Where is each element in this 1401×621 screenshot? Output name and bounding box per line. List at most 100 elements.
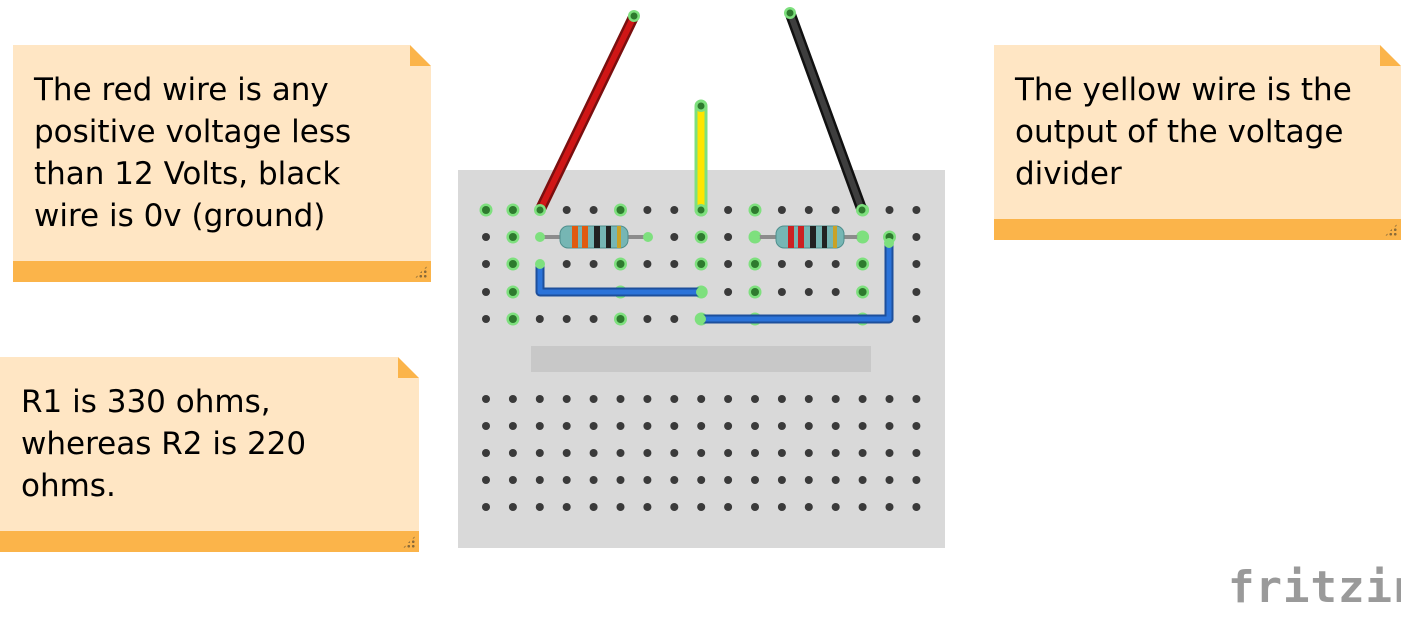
breadboard-hole[interactable]	[777, 449, 786, 457]
breadboard-hole[interactable]	[831, 288, 840, 296]
breadboard-hole[interactable]	[616, 476, 625, 484]
breadboard-hole[interactable]	[724, 395, 733, 403]
breadboard-hole[interactable]	[777, 395, 786, 403]
breadboard-hole[interactable]	[670, 449, 679, 457]
breadboard-hole[interactable]	[482, 315, 490, 323]
breadboard-hole[interactable]	[535, 422, 544, 430]
breadboard-hole[interactable]	[885, 206, 894, 214]
breadboard-hole[interactable]	[643, 449, 652, 457]
breadboard-hole[interactable]	[589, 315, 598, 323]
breadboard-hole[interactable]	[751, 422, 759, 430]
breadboard-hole[interactable]	[804, 288, 813, 296]
breadboard-hole[interactable]	[831, 449, 840, 457]
breadboard-hole[interactable]	[912, 503, 921, 511]
breadboard-hole[interactable]	[482, 476, 490, 484]
breadboard-hole[interactable]	[912, 395, 921, 403]
breadboard-hole[interactable]	[697, 503, 706, 511]
note-yellow-wire[interactable]: The yellow wire is the output of the vol…	[994, 45, 1401, 240]
breadboard-hole[interactable]	[482, 233, 490, 241]
breadboard-hole[interactable]	[858, 422, 867, 430]
breadboard-hole[interactable]	[804, 503, 813, 511]
breadboard-hole[interactable]	[831, 422, 840, 430]
breadboard-hole[interactable]	[804, 206, 813, 214]
breadboard-hole[interactable]	[697, 260, 706, 268]
breadboard-hole[interactable]	[777, 260, 786, 268]
breadboard-hole[interactable]	[885, 449, 894, 457]
breadboard-hole[interactable]	[589, 206, 598, 214]
breadboard-hole[interactable]	[643, 315, 652, 323]
breadboard-hole[interactable]	[777, 503, 786, 511]
breadboard-hole[interactable]	[616, 449, 625, 457]
breadboard-hole[interactable]	[858, 449, 867, 457]
breadboard-hole[interactable]	[912, 288, 921, 296]
breadboard-hole[interactable]	[508, 395, 517, 403]
resistor-r1[interactable]	[540, 225, 648, 249]
breadboard-hole[interactable]	[751, 476, 759, 484]
breadboard-hole[interactable]	[885, 422, 894, 430]
breadboard-hole[interactable]	[751, 260, 759, 268]
breadboard-hole[interactable]	[643, 476, 652, 484]
breadboard-hole[interactable]	[589, 503, 598, 511]
breadboard-hole[interactable]	[831, 503, 840, 511]
breadboard-hole[interactable]	[697, 422, 706, 430]
breadboard-hole[interactable]	[804, 395, 813, 403]
breadboard-hole[interactable]	[912, 260, 921, 268]
breadboard-hole[interactable]	[643, 395, 652, 403]
breadboard-hole[interactable]	[643, 206, 652, 214]
breadboard-hole[interactable]	[508, 422, 517, 430]
breadboard-hole[interactable]	[562, 449, 571, 457]
breadboard-hole[interactable]	[616, 206, 625, 214]
breadboard-hole[interactable]	[777, 476, 786, 484]
breadboard-hole[interactable]	[751, 288, 759, 296]
breadboard-hole[interactable]	[858, 395, 867, 403]
breadboard-hole[interactable]	[912, 233, 921, 241]
breadboard-hole[interactable]	[912, 206, 921, 214]
breadboard-hole[interactable]	[670, 233, 679, 241]
breadboard-hole[interactable]	[885, 476, 894, 484]
breadboard-hole[interactable]	[562, 260, 571, 268]
breadboard-hole[interactable]	[724, 503, 733, 511]
breadboard-hole[interactable]	[562, 395, 571, 403]
breadboard-hole[interactable]	[482, 206, 490, 214]
breadboard-hole[interactable]	[724, 260, 733, 268]
breadboard-hole[interactable]	[589, 395, 598, 403]
breadboard-hole[interactable]	[670, 476, 679, 484]
breadboard-hole[interactable]	[858, 476, 867, 484]
breadboard-hole[interactable]	[535, 315, 544, 323]
breadboard-hole[interactable]	[643, 503, 652, 511]
breadboard-hole[interactable]	[724, 449, 733, 457]
breadboard-hole[interactable]	[589, 422, 598, 430]
breadboard-hole[interactable]	[535, 395, 544, 403]
breadboard-hole[interactable]	[724, 233, 733, 241]
breadboard-hole[interactable]	[508, 260, 517, 268]
breadboard-hole[interactable]	[508, 288, 517, 296]
breadboard-hole[interactable]	[562, 422, 571, 430]
breadboard-hole[interactable]	[482, 288, 490, 296]
breadboard-hole[interactable]	[751, 449, 759, 457]
breadboard-hole[interactable]	[616, 260, 625, 268]
breadboard-hole[interactable]	[562, 503, 571, 511]
breadboard-hole[interactable]	[562, 315, 571, 323]
breadboard-hole[interactable]	[482, 503, 490, 511]
breadboard-hole[interactable]	[616, 315, 625, 323]
breadboard-hole[interactable]	[777, 422, 786, 430]
breadboard-hole[interactable]	[724, 288, 733, 296]
breadboard-hole[interactable]	[858, 503, 867, 511]
breadboard-hole[interactable]	[616, 395, 625, 403]
breadboard-hole[interactable]	[912, 449, 921, 457]
breadboard-hole[interactable]	[670, 315, 679, 323]
breadboard-hole[interactable]	[804, 422, 813, 430]
breadboard-hole[interactable]	[508, 206, 517, 214]
breadboard-hole[interactable]	[616, 422, 625, 430]
breadboard-hole[interactable]	[912, 422, 921, 430]
breadboard-hole[interactable]	[724, 476, 733, 484]
breadboard-hole[interactable]	[535, 503, 544, 511]
breadboard-hole[interactable]	[508, 503, 517, 511]
breadboard-hole[interactable]	[589, 449, 598, 457]
red-wire[interactable]	[534, 10, 640, 216]
breadboard-hole[interactable]	[535, 449, 544, 457]
breadboard-hole[interactable]	[508, 476, 517, 484]
breadboard-hole[interactable]	[831, 395, 840, 403]
breadboard-hole[interactable]	[751, 206, 759, 214]
breadboard-hole[interactable]	[751, 395, 759, 403]
